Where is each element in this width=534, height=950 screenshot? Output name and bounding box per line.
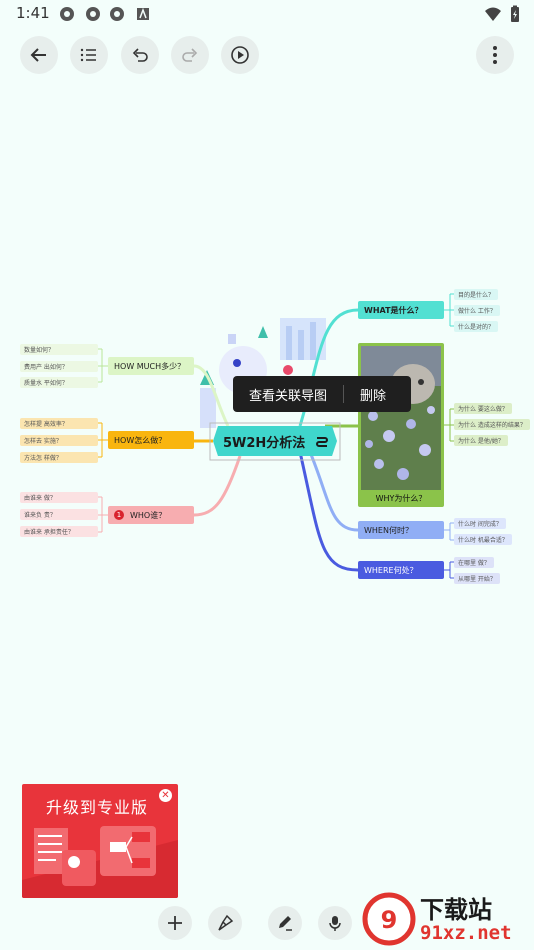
branch-how[interactable]: HOW怎么做？ [108, 431, 194, 449]
add-button[interactable] [158, 906, 192, 940]
style-button[interactable] [208, 906, 242, 940]
voice-button[interactable] [318, 906, 352, 940]
undo-button[interactable] [121, 36, 159, 74]
context-menu: 查看关联导图 删除 [233, 376, 411, 412]
app-notification-icon [86, 7, 100, 21]
app-notification-icon [110, 7, 124, 21]
status-time: 1:41 [16, 4, 50, 22]
link-icon[interactable] [315, 434, 329, 448]
leaf-item[interactable]: 由谁来 做？ [20, 492, 98, 503]
pencil-icon [279, 916, 292, 931]
watermark-brand: 下载站 [420, 896, 492, 924]
outline-button[interactable] [70, 36, 108, 74]
leaf-item[interactable]: 目的是什么？ [454, 289, 499, 300]
wifi-icon [485, 7, 501, 21]
branch-label: HOW怎么做？ [114, 435, 167, 445]
svg-text:9: 9 [381, 906, 398, 934]
menu-divider [343, 385, 345, 403]
view-linked-map-item[interactable]: 查看关联导图 [249, 388, 328, 404]
promo-title: 升级到专业版 [46, 798, 149, 817]
redo-button[interactable] [171, 36, 209, 74]
leaf-item[interactable]: 为什么 要这么做？ [454, 403, 512, 414]
status-bar: 1:41 [0, 0, 534, 28]
leaf-item[interactable]: 什么时 机最合适？ [454, 534, 512, 545]
leaf-item[interactable]: 什么是对的？ [454, 321, 499, 332]
promo-illustration [22, 826, 178, 898]
close-icon[interactable]: ✕ [159, 789, 172, 802]
leaf-item[interactable]: 方法怎 样做？ [20, 452, 98, 463]
site-logo: 9 [362, 892, 416, 946]
branch-label: WHEN何时？ [364, 525, 413, 535]
redo-icon [182, 48, 198, 62]
plus-icon [168, 916, 182, 930]
leaf-item[interactable]: 由谁来 承担责任？ [20, 526, 98, 537]
leaf-item[interactable]: 在哪里 做？ [454, 557, 494, 568]
watermark-url: 91xz.net [420, 922, 512, 944]
priority-badge: 1 [114, 510, 124, 520]
font-notification-icon [137, 7, 149, 20]
leaf-item[interactable]: 数量如何？ [20, 344, 98, 355]
leaf-item[interactable]: 为什么 造成这样的结果？ [454, 419, 530, 430]
cat-flower-image [361, 346, 441, 490]
leaf-item[interactable]: 做什么 工作？ [454, 305, 500, 316]
leaf-item[interactable]: 质量水 平如何？ [20, 377, 98, 388]
branch-how-much[interactable]: HOW MUCH多少？ [108, 357, 194, 375]
back-button[interactable] [20, 36, 58, 74]
branch-label: WHY为什么？ [375, 494, 427, 503]
leaf-item[interactable]: 费用产 出如何？ [20, 361, 98, 372]
leaf-item[interactable]: 怎样提 高效率？ [20, 418, 98, 429]
branch-who[interactable]: 1 WHO谁？ [108, 506, 194, 524]
app-notification-icon [60, 7, 74, 21]
branch-where[interactable]: WHERE何处？ [358, 561, 444, 579]
list-icon [80, 48, 96, 62]
microphone-icon [329, 916, 341, 931]
play-button[interactable] [221, 36, 259, 74]
play-circle-icon [231, 46, 249, 64]
watermark: 9 下载站 91xz.net [362, 888, 530, 948]
branch-label: WHAT是什么？ [364, 305, 423, 315]
brush-icon [218, 914, 234, 931]
upgrade-promo-banner[interactable]: 升级到专业版 ✕ [22, 784, 178, 898]
edit-button[interactable] [268, 906, 302, 940]
leaf-item[interactable]: 什么时 间完成？ [454, 518, 506, 529]
leaf-item[interactable]: 谁来负 责？ [20, 509, 98, 520]
more-options-button[interactable] [476, 36, 514, 74]
delete-item[interactable]: 删除 [360, 388, 387, 404]
branch-label: HOW MUCH多少？ [114, 361, 186, 371]
central-topic[interactable]: 5W2H分析法 [213, 426, 337, 456]
leaf-item[interactable]: 为什么 是他/她？ [454, 435, 508, 446]
branch-why[interactable]: WHY为什么？ [358, 343, 444, 507]
leaf-item[interactable]: 怎样去 实施？ [20, 435, 98, 446]
undo-icon [132, 48, 148, 62]
branch-label: WHERE何处？ [364, 565, 418, 575]
more-vertical-icon [493, 46, 497, 64]
battery-icon [511, 5, 519, 22]
branch-when[interactable]: WHEN何时？ [358, 521, 444, 539]
branch-what[interactable]: WHAT是什么？ [358, 301, 444, 319]
branch-label: WHO谁？ [130, 510, 167, 520]
central-topic-label: 5W2H分析法 [223, 435, 306, 451]
leaf-item[interactable]: 从哪里 开始？ [454, 573, 500, 584]
arrow-left-icon [30, 48, 46, 62]
